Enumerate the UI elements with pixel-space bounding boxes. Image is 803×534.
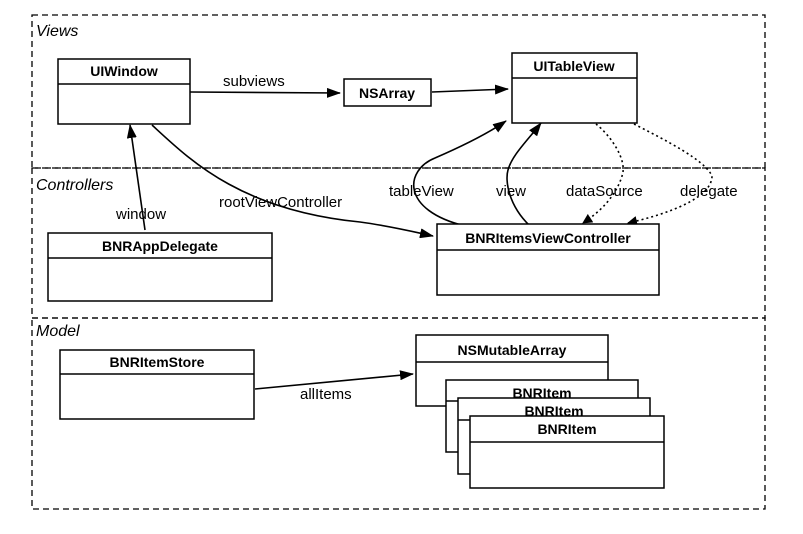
edge-label-allItems: allItems [300,386,352,403]
edge-label-rootViewController: rootViewController [219,194,342,211]
controllers-section: Controllers [31,167,766,319]
edge-view: view [496,122,542,227]
edge-allItems: allItems [254,370,414,403]
edge-label-dataSource: dataSource [566,183,643,200]
bnritem-title-2: BNRItem [524,403,583,419]
controllers-section-label: Controllers [36,177,113,194]
edge-label-tableView: tableView [389,183,454,200]
views-section: Views [31,14,766,169]
nsarray-title: NSArray [359,85,415,101]
views-section-label: Views [36,23,78,40]
edge-tableView: tableView [389,120,507,227]
model-section: Model [31,317,766,510]
edge-window: window [115,124,166,231]
edge-delegate: delegate [627,123,738,226]
bnritemsviewcontroller-title: BNRItemsViewController [465,230,631,246]
edge-nsarray-to-tableview [431,84,509,95]
uitableview-box: UITableView [511,52,638,124]
edge-label-subviews: subviews [223,73,285,90]
edge-label-view: view [496,183,526,200]
uiwindow-box: UIWindow [57,58,191,125]
nsmutablearray-title: NSMutableArray [458,342,567,358]
bnritemsviewcontroller-box: BNRItemsViewController [436,223,660,296]
model-section-label: Model [36,323,80,340]
edge-subviews: subviews [189,73,341,98]
nsarray-box: NSArray [343,78,432,107]
bnrappdelegate-title: BNRAppDelegate [102,238,218,254]
edge-dataSource: dataSource [566,123,643,224]
bnritem-box-3: BNRItem [469,415,665,489]
bnritemstore-box: BNRItemStore [59,349,255,420]
bnritem-title-1: BNRItem [512,385,571,401]
bnrappdelegate-box: BNRAppDelegate [47,232,273,302]
bnritem-title-3: BNRItem [537,421,596,437]
edge-label-delegate: delegate [680,183,738,200]
uitableview-title: UITableView [533,58,614,74]
bnritemstore-title: BNRItemStore [110,354,205,370]
edge-label-window: window [115,206,166,223]
edge-rootViewController: rootViewController [151,124,434,239]
uiwindow-title: UIWindow [90,63,158,79]
